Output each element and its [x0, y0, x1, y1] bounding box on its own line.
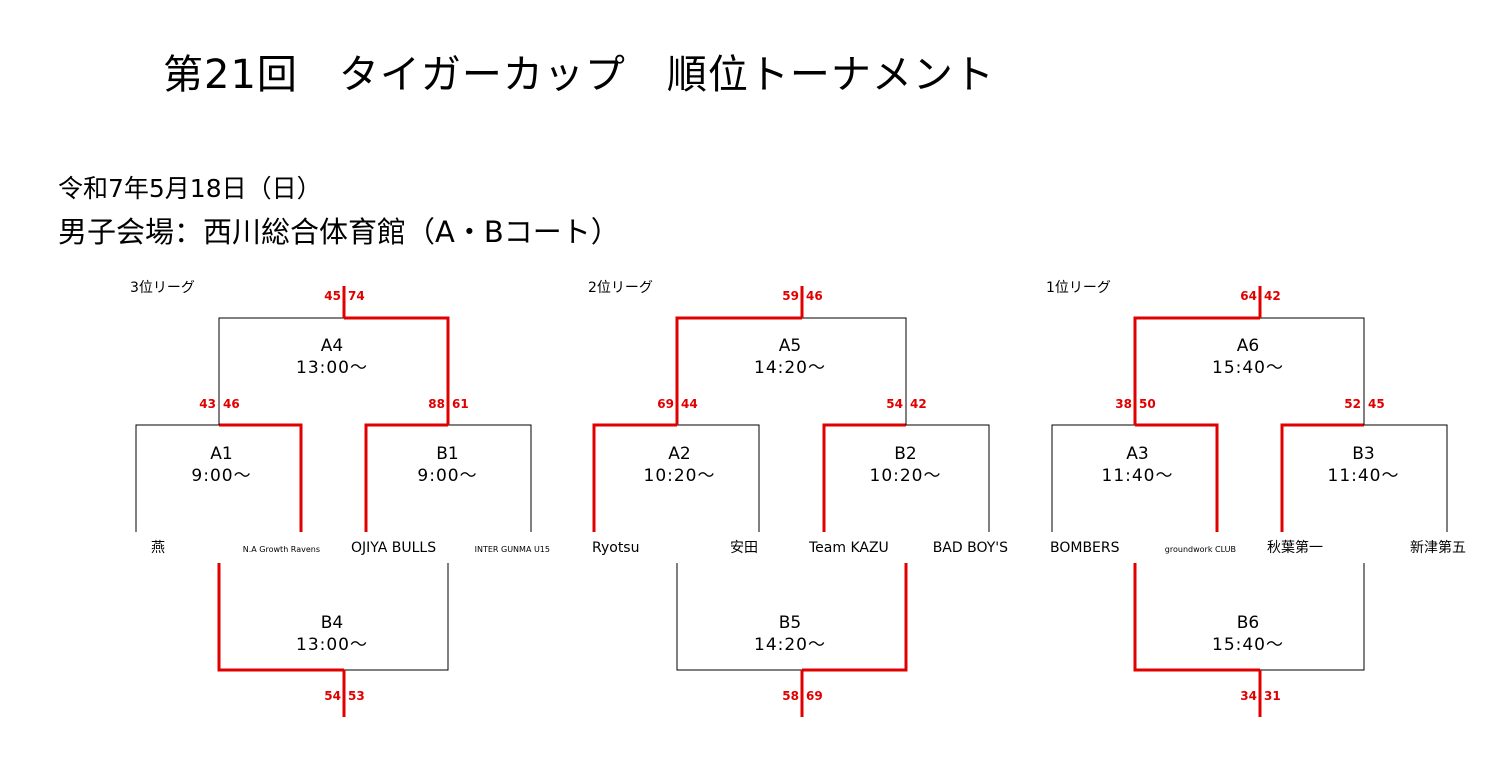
score-label: 69 [806, 689, 823, 703]
score-label: 45 [324, 289, 341, 303]
match-time: 9:00～ [417, 466, 477, 486]
bracket-line [344, 316, 450, 425]
match-name: B6 [1237, 613, 1259, 633]
match-time: 9:00～ [191, 466, 251, 486]
score-label: 38 [1115, 397, 1132, 411]
match-time: 11:40～ [1102, 466, 1174, 486]
match-name: A2 [668, 444, 690, 464]
score-label: 46 [806, 289, 823, 303]
league-label: 2位リーグ [588, 280, 653, 296]
match-name: B4 [321, 613, 343, 633]
score-label: 52 [1344, 397, 1361, 411]
bracket-line [1260, 563, 1365, 671]
score-label: 59 [782, 289, 799, 303]
score-label: 46 [223, 397, 240, 411]
bracket-line [677, 424, 760, 532]
bracket-line [448, 424, 532, 532]
page-title: 第21回 タイガーカップ 順位トーナメント [163, 52, 995, 98]
team-name: 新津第五 [1410, 539, 1466, 556]
score-label: 61 [452, 397, 469, 411]
score-label: 58 [782, 689, 799, 703]
bracket-line [217, 563, 344, 672]
team-name: groundwork CLUB [1165, 545, 1236, 554]
match-name: B5 [779, 613, 801, 633]
bracket-line [135, 424, 219, 532]
score-label: 88 [428, 397, 445, 411]
match-time: 13:00～ [296, 635, 368, 655]
bracket-line [592, 423, 677, 532]
bracket-line [802, 563, 908, 672]
match-name: B1 [436, 444, 458, 464]
score-label: 69 [657, 397, 674, 411]
match-name: B3 [1352, 444, 1374, 464]
bracket-line [822, 423, 906, 532]
match-time: 10:20～ [870, 466, 942, 486]
team-name: N.A Growth Ravens [243, 545, 320, 554]
bracket-line [1135, 423, 1219, 532]
match-time: 15:40～ [1212, 358, 1284, 378]
bracket-line [1280, 423, 1364, 532]
match-name: A5 [779, 336, 801, 356]
bracket-line [1260, 317, 1365, 425]
bracket-line [218, 317, 344, 425]
score-label: 42 [1264, 289, 1281, 303]
score-label: 34 [1240, 689, 1257, 703]
team-name: INTER GUNMA U15 [475, 545, 550, 554]
score-label: 54 [886, 397, 903, 411]
match-name: B2 [894, 444, 916, 464]
score-label: 64 [1240, 289, 1257, 303]
league-label: 3位リーグ [130, 280, 195, 296]
bracket-line [344, 563, 449, 671]
bracket-line [675, 316, 802, 425]
bracket-line [1364, 424, 1448, 532]
team-name: BAD BOY'S [933, 540, 1008, 556]
bracket-line [1051, 424, 1135, 532]
score-label: 53 [348, 689, 365, 703]
match-time: 15:40～ [1212, 635, 1284, 655]
match-name: A6 [1237, 336, 1259, 356]
match-time: 14:20～ [754, 635, 826, 655]
bracket-line [1133, 563, 1260, 672]
match-time: 13:00～ [296, 358, 368, 378]
match-name: A1 [210, 444, 232, 464]
team-name: OJIYA BULLS [351, 540, 436, 556]
score-label: 50 [1139, 397, 1156, 411]
team-name: 燕 [151, 540, 165, 556]
match-name: A3 [1126, 444, 1148, 464]
league-label: 1位リーグ [1046, 280, 1111, 296]
team-name: 安田 [730, 540, 758, 556]
score-label: 43 [199, 397, 216, 411]
score-label: 44 [681, 397, 698, 411]
team-name: Ryotsu [592, 540, 639, 556]
event-date: 令和7年5月18日（日） [58, 174, 322, 203]
bracket-line [802, 317, 907, 425]
score-label: 45 [1368, 397, 1385, 411]
match-time: 10:20～ [644, 466, 716, 486]
bracket-line [364, 423, 448, 532]
score-label: 42 [910, 397, 927, 411]
bracket-line [906, 424, 990, 532]
team-name: BOMBERS [1050, 540, 1120, 556]
match-name: A4 [321, 336, 343, 356]
bracket-line [219, 423, 303, 532]
bracket-line [1133, 316, 1260, 425]
score-label: 74 [348, 289, 365, 303]
match-time: 14:20～ [754, 358, 826, 378]
score-label: 54 [324, 689, 341, 703]
team-name: 秋葉第一 [1267, 539, 1323, 556]
venue-label: 男子会場：西川総合体育館（A・Bコート） [58, 215, 620, 249]
team-name: Team KAZU [808, 540, 889, 556]
score-label: 31 [1264, 689, 1281, 703]
match-time: 11:40～ [1328, 466, 1400, 486]
bracket-line [676, 563, 802, 671]
